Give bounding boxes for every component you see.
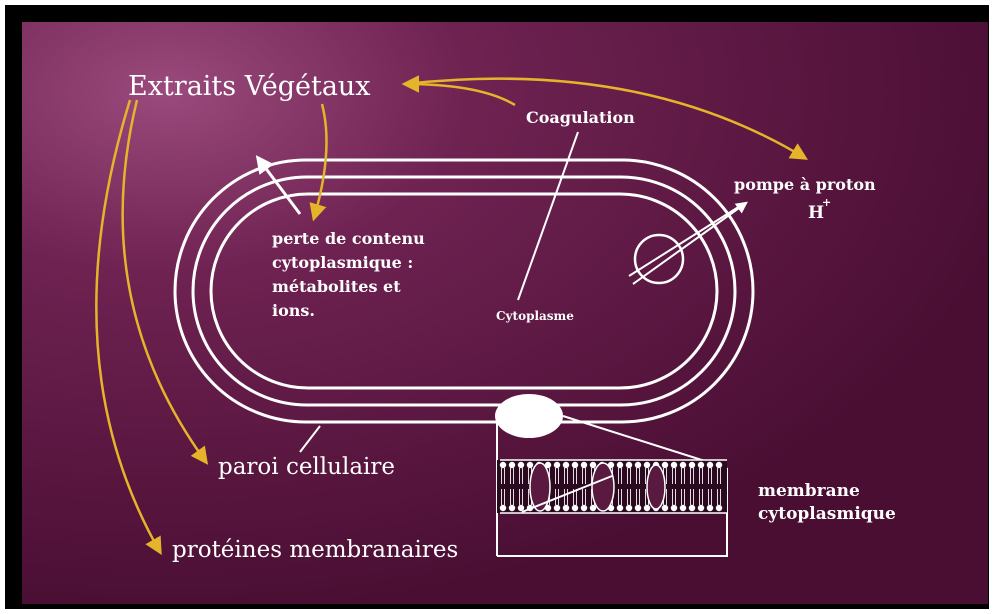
lipid-head <box>509 505 515 511</box>
lipid-head <box>716 505 722 511</box>
label-coagulation: Coagulation <box>526 108 635 127</box>
lipid-bilayer <box>497 460 727 513</box>
label-content-loss-1: perte de contenu <box>272 229 425 248</box>
title-extracts: Extraits Végétaux <box>128 71 371 102</box>
lipid-head <box>527 462 533 468</box>
lipid-head <box>590 505 596 511</box>
lipid-head <box>707 505 713 511</box>
lipid-head <box>554 462 560 468</box>
lipid-head <box>581 462 587 468</box>
lipid-head <box>662 505 668 511</box>
label-content-loss-3: métabolites et <box>272 277 401 296</box>
lipid-head <box>500 462 506 468</box>
lipid-head <box>680 462 686 468</box>
label-membrane-1: membrane <box>758 481 860 501</box>
lipid-head <box>698 462 704 468</box>
lipid-head <box>644 505 650 511</box>
lipid-head <box>554 505 560 511</box>
lipid-head <box>518 505 524 511</box>
lipid-head <box>626 462 632 468</box>
label-membrane-2: cytoplasmique <box>758 504 896 524</box>
lipid-head <box>635 505 641 511</box>
lipid-head <box>500 505 506 511</box>
lipid-head <box>635 462 641 468</box>
label-content-loss-2: cytoplasmique : <box>272 253 413 272</box>
label-membrane-proteins: protéines membranaires <box>172 537 458 563</box>
lipid-head <box>590 462 596 468</box>
lipid-head <box>671 462 677 468</box>
lipid-head <box>617 462 623 468</box>
label-proton-charge: + <box>822 196 831 209</box>
lipid-head <box>707 462 713 468</box>
lipid-head <box>518 462 524 468</box>
lipid-head <box>689 505 695 511</box>
lipid-head <box>716 462 722 468</box>
lipid-head <box>563 505 569 511</box>
lipid-head <box>617 505 623 511</box>
lipid-head <box>644 462 650 468</box>
lipid-head <box>662 462 668 468</box>
lipid-head <box>563 462 569 468</box>
lipid-head <box>626 505 632 511</box>
lipid-head <box>680 505 686 511</box>
label-cytoplasm: Cytoplasme <box>496 309 574 323</box>
label-proton-pump: pompe à proton <box>734 175 876 194</box>
lipid-head <box>572 505 578 511</box>
membrane-zoom-spot <box>495 394 563 438</box>
label-cell-wall: paroi cellulaire <box>218 454 395 480</box>
lipid-head <box>698 505 704 511</box>
lipid-head <box>572 462 578 468</box>
lipid-head <box>509 462 515 468</box>
label-content-loss-4: ions. <box>272 301 315 320</box>
lipid-head <box>671 505 677 511</box>
lipid-head <box>689 462 695 468</box>
lipid-head <box>581 505 587 511</box>
